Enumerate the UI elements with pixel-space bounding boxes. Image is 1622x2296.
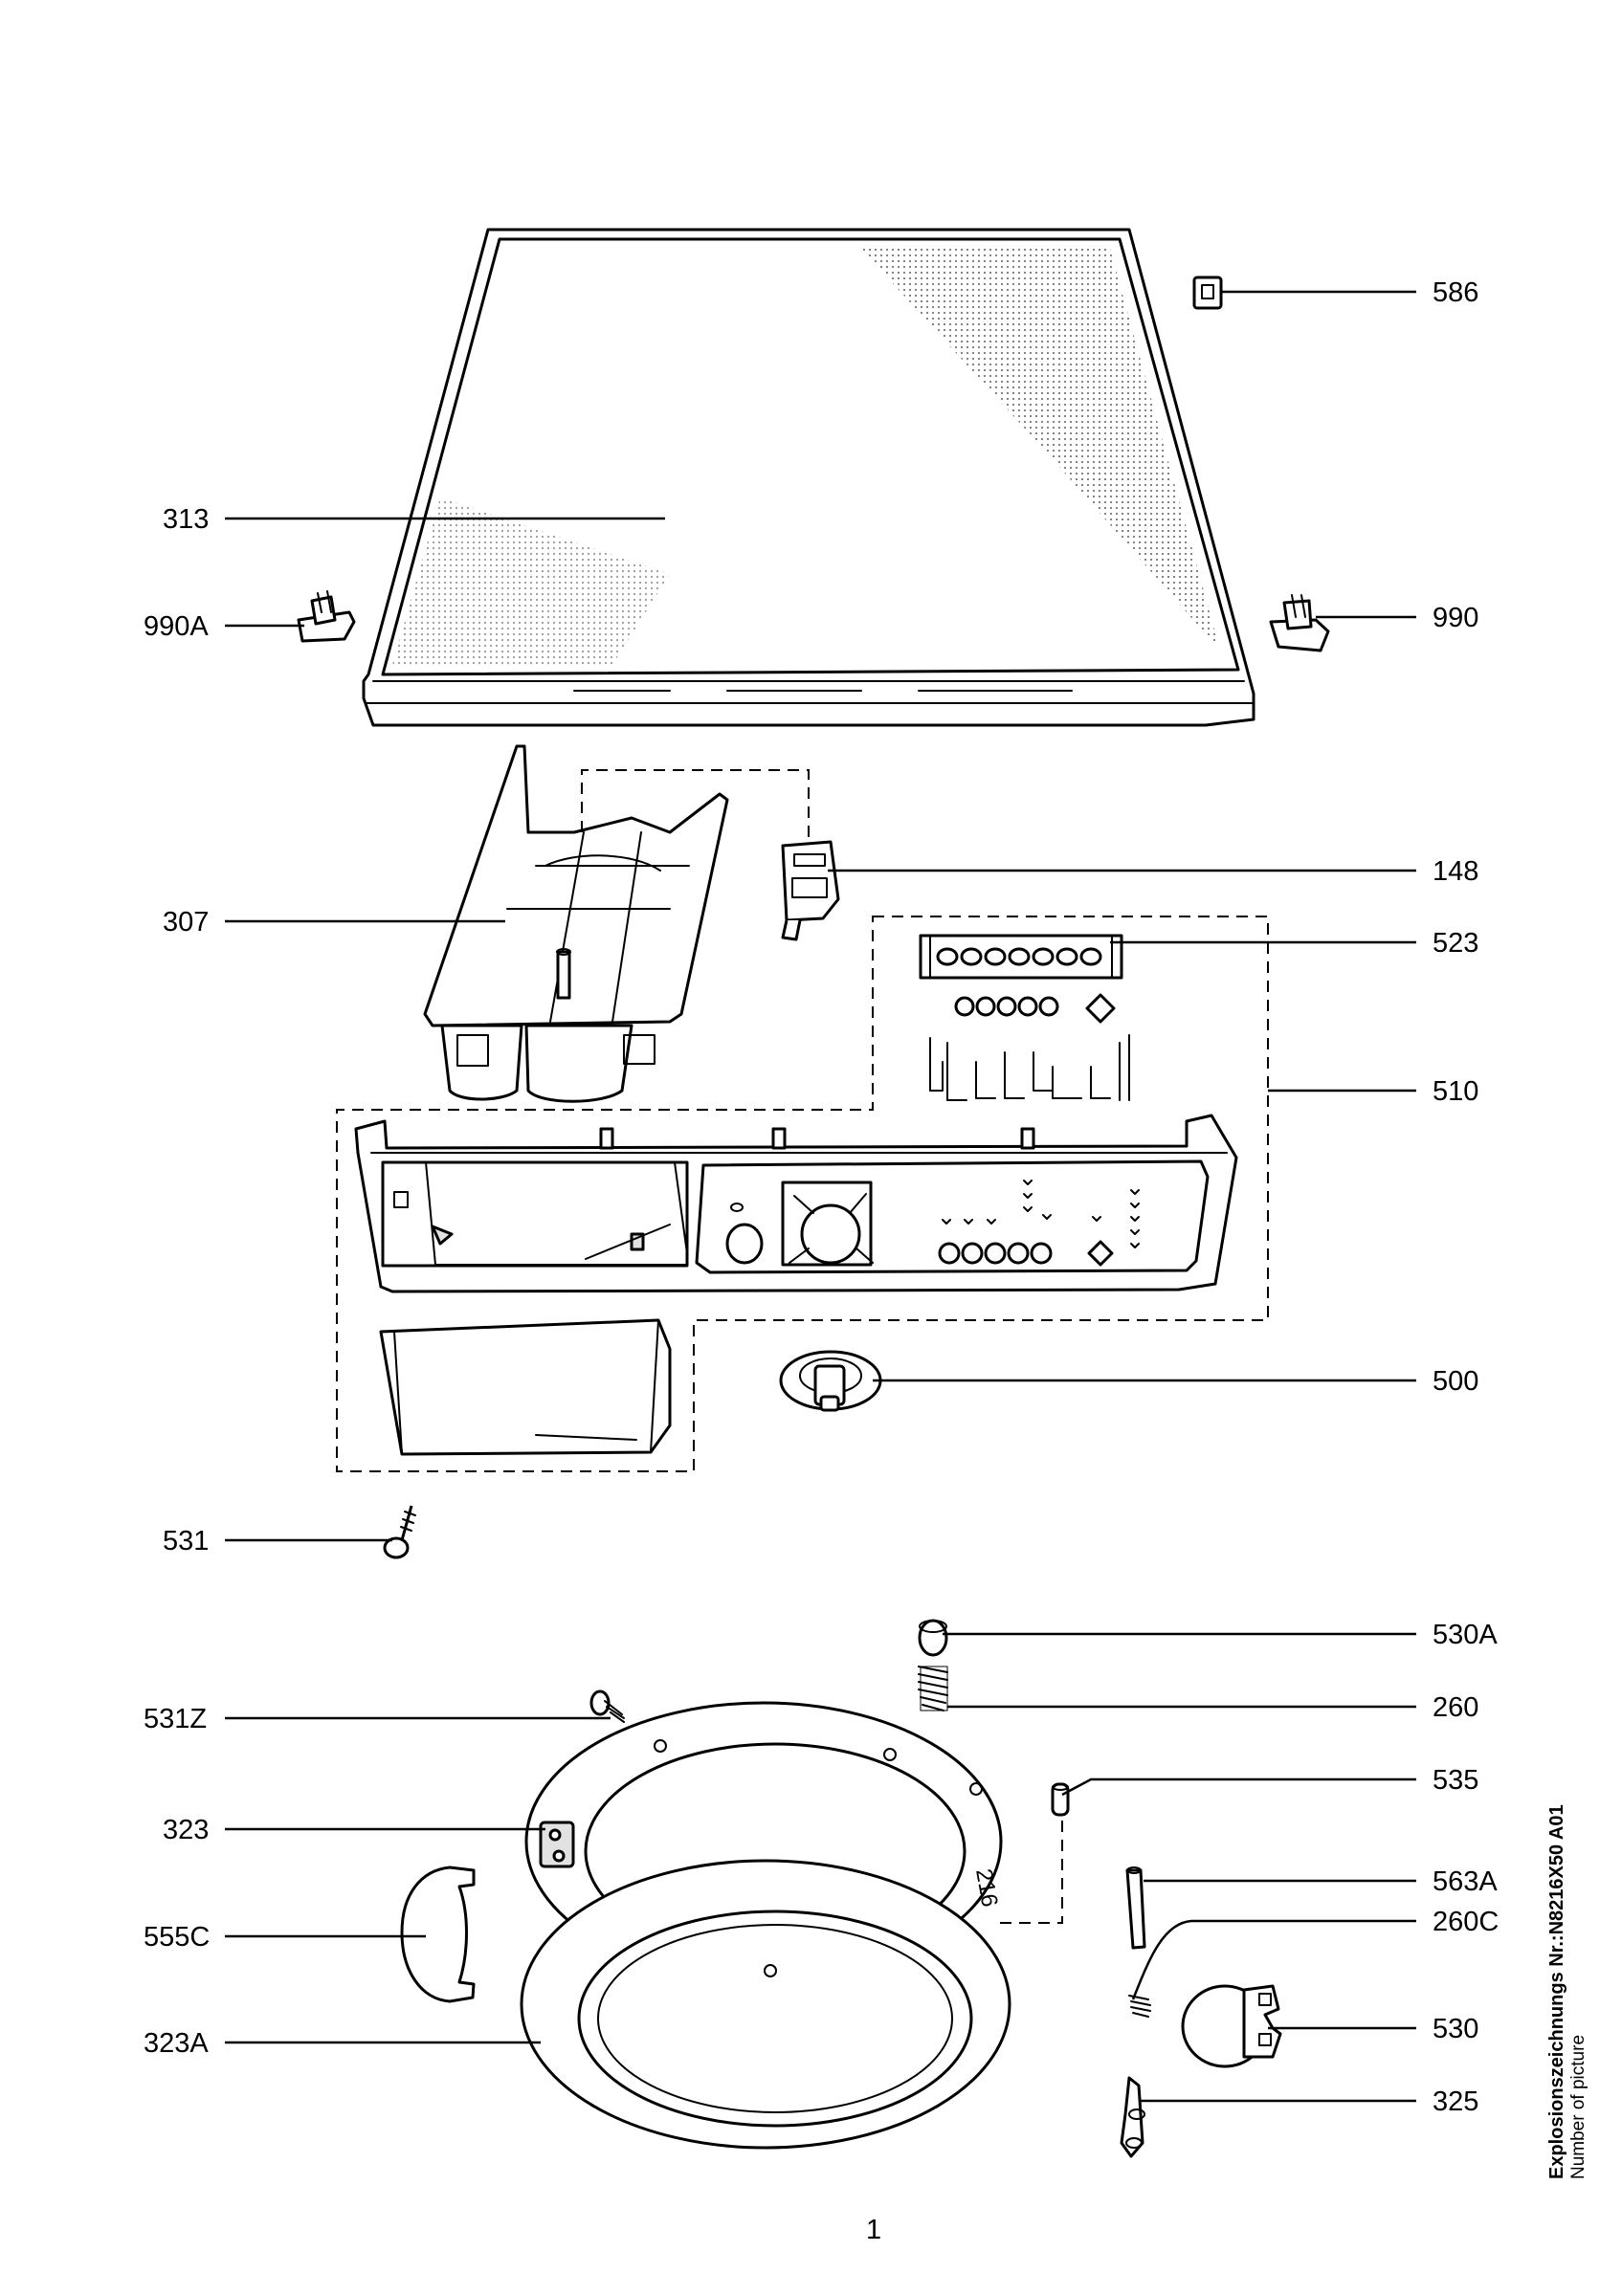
clip-586 (1192, 276, 1223, 310)
cover-555C (400, 1866, 476, 2003)
label-307: 307 (163, 907, 209, 938)
spring-260 (918, 1666, 948, 1711)
label-523: 523 (1433, 928, 1478, 959)
label-563A: 563A (1433, 1866, 1498, 1897)
light-guides (929, 1034, 1130, 1101)
indicator-module-148 (781, 840, 840, 941)
label-990A: 990A (144, 611, 209, 642)
label-555C: 555C (144, 1922, 210, 1953)
worktop-313 (362, 228, 1255, 727)
button-holder-523 (919, 934, 1123, 980)
label-586: 586 (1433, 277, 1478, 308)
bracket-990 (1269, 594, 1330, 652)
label-535: 535 (1433, 1765, 1478, 1796)
label-531: 531 (163, 1526, 209, 1556)
side-note: Explosionszeichnungs Nr.:N8216X50 A01 Nu… (1546, 1804, 1589, 2179)
pin-535 (1051, 1782, 1070, 1817)
label-530A: 530A (1433, 1620, 1498, 1650)
leader-lines (225, 290, 1416, 2103)
label-260C: 260C (1433, 1907, 1499, 1937)
page-number: 1 (866, 2215, 881, 2245)
push-buttons (954, 993, 1116, 1024)
bracket-990A (297, 590, 356, 643)
screw-531 (383, 1505, 416, 1559)
handle-530 (1181, 1984, 1282, 2068)
label-323: 323 (163, 1815, 209, 1845)
control-panel-510 (354, 1114, 1238, 1293)
label-260: 260 (1433, 1692, 1478, 1723)
label-313: 313 (163, 504, 209, 535)
label-323A: 323A (144, 2028, 209, 2059)
part-labels: 586 313 990A 990 148 307 523 510 500 531… (144, 277, 1499, 2117)
drawing-number-caption: Number of picture (1568, 2035, 1589, 2179)
label-500: 500 (1433, 1366, 1478, 1397)
detergent-drawer-307 (423, 744, 729, 1103)
cap-530A (918, 1619, 948, 1657)
door-outer-ring-323A (520, 1859, 1011, 2150)
label-531Z: 531Z (144, 1704, 207, 1734)
drawer-front (379, 1318, 672, 1456)
label-530: 530 (1433, 2014, 1478, 2044)
knob-500 (779, 1350, 882, 1412)
rod-563A (1125, 1866, 1146, 1950)
label-510: 510 (1433, 1076, 1478, 1107)
label-990: 990 (1433, 603, 1478, 633)
label-148: 148 (1433, 856, 1478, 887)
label-325: 325 (1433, 2086, 1478, 2117)
screw-531Z (589, 1689, 625, 1723)
drawing-number: Explosionszeichnungs Nr.:N8216X50 A01 (1546, 1804, 1567, 2179)
hook-325 (1120, 2076, 1145, 2158)
spring-260C (1128, 1995, 1151, 2018)
